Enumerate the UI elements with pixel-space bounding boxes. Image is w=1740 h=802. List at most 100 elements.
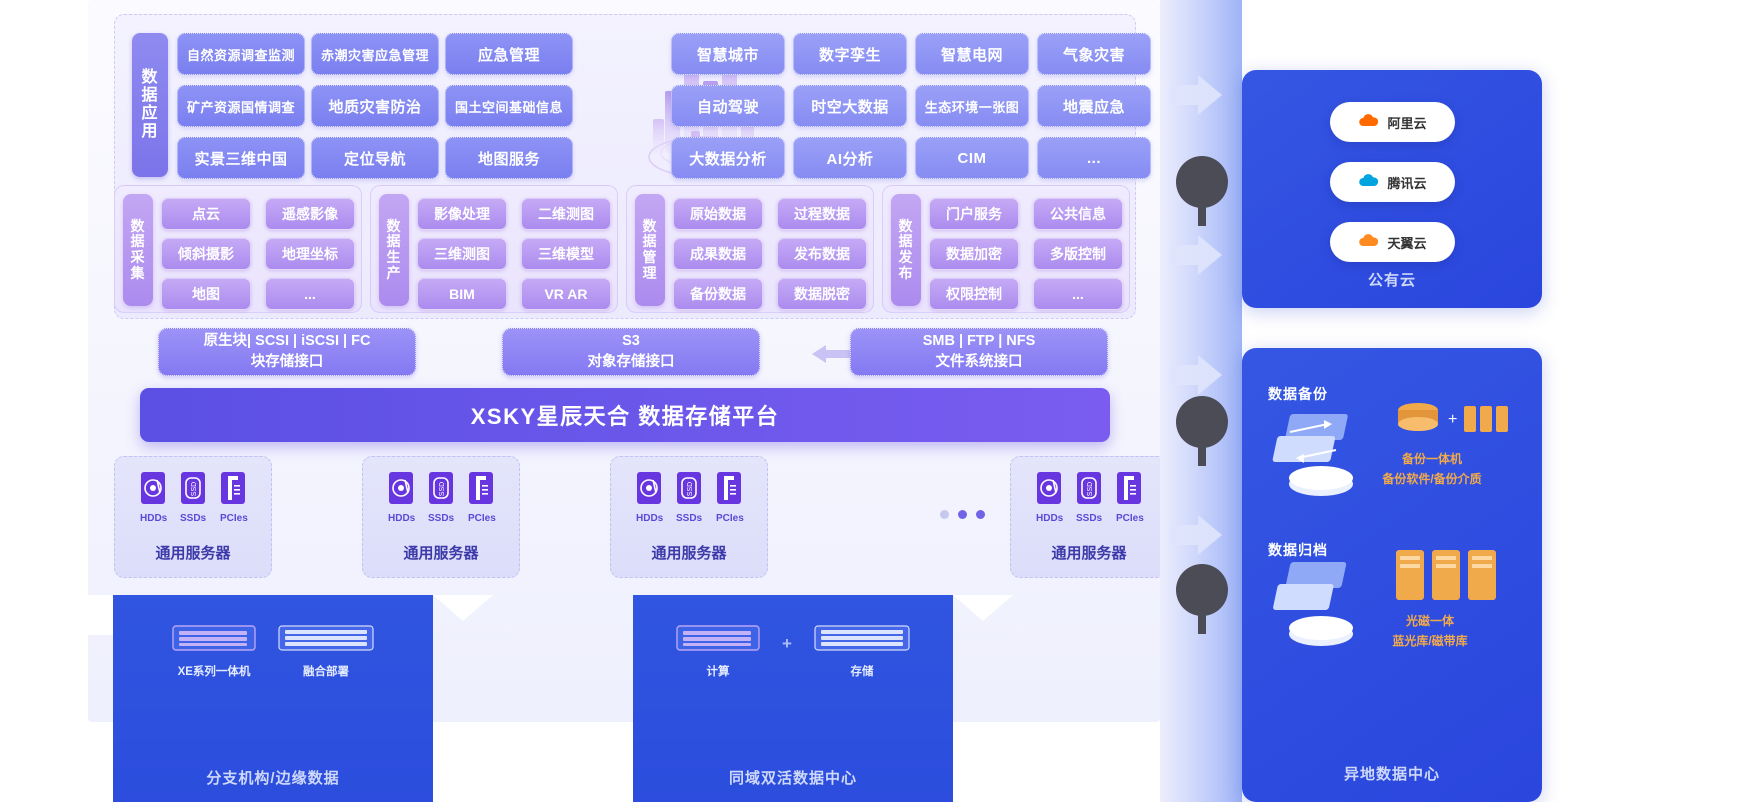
vlabel-char-2: 应 [141, 105, 159, 122]
data-group-3-item-3[interactable]: 多版控制 [1033, 238, 1123, 270]
tree-icon-3 [1176, 564, 1228, 634]
disk-label-2: PCIes [1116, 513, 1144, 524]
data-group-1-item-0[interactable]: 影像处理 [417, 198, 507, 230]
server-node-2-name: 通用服务器 [651, 545, 727, 562]
vlabel-char-1: 据 [141, 87, 159, 105]
data-group-2-item-3[interactable]: 发布数据 [777, 238, 867, 270]
object-storage-interface: S3 对象存储接口 [502, 328, 760, 376]
disk-label-1: SSDs [428, 513, 455, 524]
data-group-0-item-3[interactable]: 地理坐标 [265, 238, 355, 270]
vlabel-char-2: 采 [130, 249, 146, 265]
data-group-1-item-1[interactable]: 二维测图 [521, 198, 611, 230]
server-node-1-name: 通用服务器 [403, 545, 479, 562]
app-chip-left-2-0[interactable]: 实景三维中国 [177, 137, 305, 179]
data-group-0-item-0[interactable]: 点云 [161, 198, 251, 230]
app-chip-right-2-3[interactable]: ... [1037, 137, 1151, 179]
block-if-line2: 块存储接口 [250, 354, 324, 370]
vlabel-char-0: 数 [130, 217, 146, 234]
backup-appliance-icon: + [1398, 403, 1508, 432]
branch-item-0: XE系列一体机 [172, 625, 256, 679]
app-chip-left-0-2[interactable]: 应急管理 [445, 33, 573, 75]
data-group-2-item-0[interactable]: 原始数据 [673, 198, 763, 230]
app-chip-right-2-2[interactable]: CIM [915, 137, 1029, 179]
cloud-vendor-0[interactable]: 阿里云 [1330, 102, 1455, 142]
data-group-0: 数据采集点云遥感影像倾斜摄影地理坐标地图... [114, 185, 362, 313]
dot-1 [940, 510, 949, 519]
svg-text:SSD: SSD [191, 482, 198, 496]
app-chip-right-0-3[interactable]: 气象灾害 [1037, 33, 1151, 75]
data-group-3-item-2[interactable]: 数据加密 [929, 238, 1019, 270]
flow-arrow-icon-3 [1170, 355, 1222, 395]
data-group-2-item-2[interactable]: 成果数据 [673, 238, 763, 270]
data-group-2-item-1[interactable]: 过程数据 [777, 198, 867, 230]
app-chip-left-2-1[interactable]: 定位导航 [311, 137, 439, 179]
cloud-vendor-2[interactable]: 天翼云 [1330, 222, 1455, 262]
data-group-0-item-1[interactable]: 遥感影像 [265, 198, 355, 230]
main-panel: 数据应用 自然资源调查监测赤潮灾害应急管理应急管理矿产资源国情调查地质灾害防治国… [88, 0, 1168, 722]
server-node-3-name: 通用服务器 [1051, 545, 1127, 562]
data-group-2-item-5[interactable]: 数据脱密 [777, 278, 867, 310]
metro-storage-caption: 存储 [850, 666, 874, 678]
flow-arrow-icon-2 [1170, 235, 1222, 275]
data-group-3-item-0[interactable]: 门户服务 [929, 198, 1019, 230]
svg-text:SSD: SSD [439, 482, 446, 496]
app-chip-left-2-2[interactable]: 地图服务 [445, 137, 573, 179]
data-group-3-item-1[interactable]: 公共信息 [1033, 198, 1123, 230]
cloud-vendor-2-name: 天翼云 [1387, 235, 1427, 251]
disk-label-0: HDDs [636, 513, 664, 524]
app-chip-right-1-1[interactable]: 时空大数据 [793, 85, 907, 127]
server-node-1[interactable]: HDDs SSD SSDs PCIes 通用服务器 [362, 456, 520, 578]
data-group-1-item-2[interactable]: 三维测图 [417, 238, 507, 270]
app-chip-right-0-1[interactable]: 数字孪生 [793, 33, 907, 75]
data-group-2-label: 数据管理 [635, 194, 665, 306]
vlabel-char-3: 集 [130, 264, 146, 281]
app-chip-left-1-0[interactable]: 矿产资源国情调查 [177, 85, 305, 127]
app-chip-right-0-0[interactable]: 智慧城市 [671, 33, 785, 75]
remote-dc-title: 异地数据中心 [1343, 766, 1440, 783]
data-group-2-item-4[interactable]: 备份数据 [673, 278, 763, 310]
archive-heading: 数据归档 [1268, 542, 1328, 558]
data-group-3-item-4[interactable]: 权限控制 [929, 278, 1019, 310]
app-chip-right-1-2[interactable]: 生态环境一张图 [915, 85, 1029, 127]
app-chip-right-2-1[interactable]: AI分析 [793, 137, 907, 179]
app-chip-left-1-1[interactable]: 地质灾害防治 [311, 85, 439, 127]
app-chip-right-1-3[interactable]: 地震应急 [1037, 85, 1151, 127]
vlabel-char-0: 数 [642, 217, 658, 234]
app-chip-left-1-2[interactable]: 国土空间基础信息 [445, 85, 573, 127]
disk-label-0: HDDs [388, 513, 416, 524]
data-group-0-item-2[interactable]: 倾斜摄影 [161, 238, 251, 270]
metro-item-compute: 计算 [676, 625, 760, 679]
branch-item-1-caption: 融合部署 [303, 666, 349, 678]
app-chip-right-0-2[interactable]: 智慧电网 [915, 33, 1029, 75]
vlabel-char-0: 数 [898, 217, 914, 234]
data-group-3-item-5[interactable]: ... [1033, 278, 1123, 310]
pcie-icon: PCIes [1116, 471, 1144, 524]
data-group-1-item-5[interactable]: VR AR [521, 278, 611, 310]
block-if-line1: 原生块| SCSI | iSCSI | FC [203, 332, 371, 349]
vlabel-char-1: 据 [642, 233, 658, 250]
object-if-line2: 对象存储接口 [587, 354, 675, 370]
data-group-1-item-4[interactable]: BIM [417, 278, 507, 310]
pcie-icon: PCIes [468, 471, 496, 524]
tencentcloud-icon [1358, 172, 1380, 193]
app-chip-right-2-0[interactable]: 大数据分析 [671, 137, 785, 179]
data-group-1-item-3[interactable]: 三维模型 [521, 238, 611, 270]
bidirectional-arrow-icon [812, 345, 874, 363]
app-chip-right-1-0[interactable]: 自动驾驶 [671, 85, 785, 127]
backup-heading: 数据备份 [1268, 386, 1328, 402]
hdd-icon: HDDs [388, 471, 416, 524]
metro-dc-panel: 计算 + 存储 同域双活数据中心 [633, 595, 953, 802]
vlabel-char-2: 发 [898, 249, 914, 265]
cloud-vendor-1[interactable]: 腾讯云 [1330, 162, 1455, 202]
middle-transition-strip [1160, 0, 1242, 802]
data-group-0-item-4[interactable]: 地图 [161, 278, 251, 310]
data-group-0-item-5[interactable]: ... [265, 278, 355, 310]
cloud-vendor-1-name: 腾讯云 [1387, 175, 1427, 191]
app-chip-left-0-1[interactable]: 赤潮灾害应急管理 [311, 33, 439, 75]
app-chip-left-0-0[interactable]: 自然资源调查监测 [177, 33, 305, 75]
